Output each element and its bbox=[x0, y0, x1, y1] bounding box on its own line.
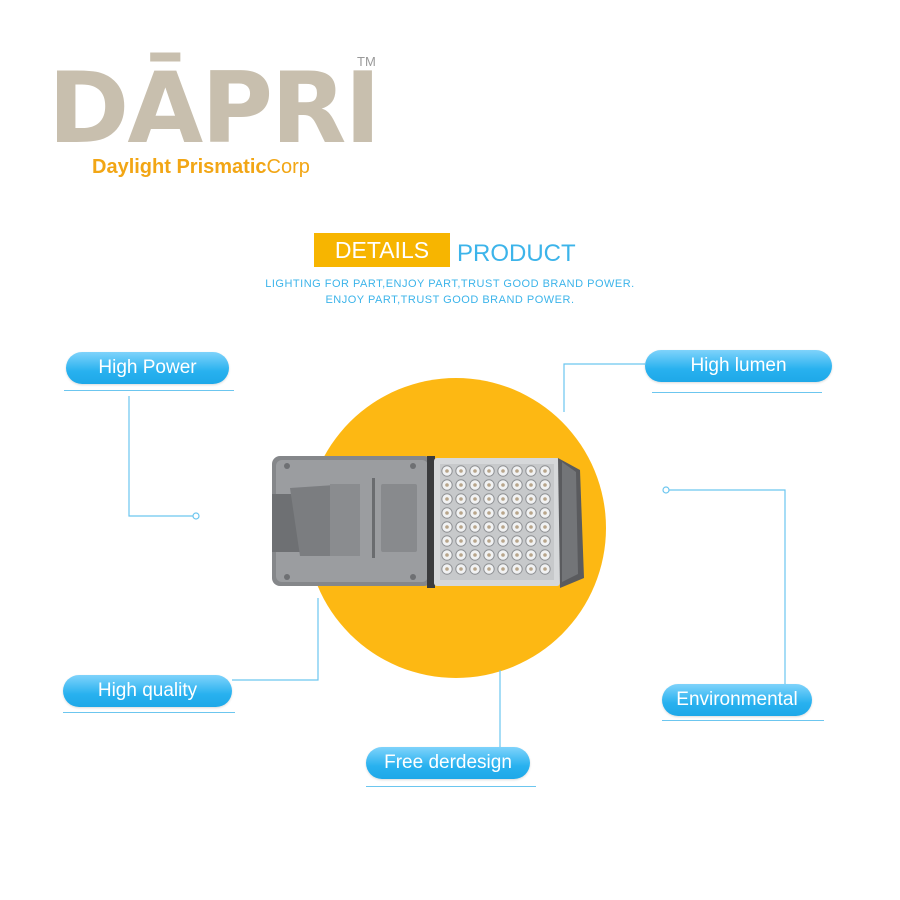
led-chip bbox=[501, 511, 505, 515]
led-chip bbox=[459, 483, 463, 487]
led-chip bbox=[487, 497, 491, 501]
led-chip bbox=[445, 497, 449, 501]
led-chip bbox=[543, 539, 547, 543]
feature-high-quality: High quality bbox=[63, 675, 232, 707]
led-chip bbox=[501, 567, 505, 571]
led-chip bbox=[543, 511, 547, 515]
brand-logo: DĀPRI bbox=[48, 52, 381, 166]
led-chip bbox=[445, 525, 449, 529]
led-chip bbox=[487, 483, 491, 487]
led-chip bbox=[543, 567, 547, 571]
led-chip bbox=[529, 497, 533, 501]
led-chip bbox=[445, 483, 449, 487]
led-chip bbox=[473, 469, 477, 473]
led-chip bbox=[515, 525, 519, 529]
divider bbox=[63, 712, 235, 713]
led-chip bbox=[487, 525, 491, 529]
led-chip bbox=[459, 469, 463, 473]
led-chip bbox=[445, 553, 449, 557]
led-chip bbox=[501, 469, 505, 473]
led-chip bbox=[445, 567, 449, 571]
led-chip bbox=[515, 497, 519, 501]
led-street-light-icon bbox=[272, 456, 584, 588]
led-chip bbox=[529, 469, 533, 473]
product-heading: PRODUCT bbox=[457, 240, 576, 267]
led-chip bbox=[459, 567, 463, 571]
led-chip bbox=[487, 511, 491, 515]
led-chip bbox=[543, 469, 547, 473]
led-chip bbox=[501, 483, 505, 487]
led-chip bbox=[529, 511, 533, 515]
led-chip bbox=[515, 483, 519, 487]
led-chip bbox=[473, 553, 477, 557]
divider bbox=[652, 392, 822, 393]
led-chip bbox=[487, 567, 491, 571]
led-chip bbox=[445, 469, 449, 473]
led-chip bbox=[445, 539, 449, 543]
led-chip bbox=[459, 553, 463, 557]
led-chip bbox=[473, 511, 477, 515]
led-chip bbox=[529, 483, 533, 487]
led-chip bbox=[529, 567, 533, 571]
led-chip bbox=[515, 469, 519, 473]
led-chip bbox=[529, 553, 533, 557]
divider bbox=[662, 720, 824, 721]
led-chip bbox=[473, 525, 477, 529]
led-chip bbox=[459, 497, 463, 501]
led-chip bbox=[515, 511, 519, 515]
led-chip bbox=[487, 469, 491, 473]
subtitle-line-1: LIGHTING FOR PART,ENJOY PART,TRUST GOOD … bbox=[265, 278, 635, 290]
led-array bbox=[441, 465, 551, 575]
led-chip bbox=[501, 539, 505, 543]
subtitle-line-2: ENJOY PART,TRUST GOOD BRAND POWER. bbox=[325, 294, 575, 306]
led-chip bbox=[501, 553, 505, 557]
led-chip bbox=[529, 525, 533, 529]
led-chip bbox=[459, 525, 463, 529]
led-chip bbox=[515, 553, 519, 557]
led-chip bbox=[543, 553, 547, 557]
led-chip bbox=[501, 497, 505, 501]
led-chip bbox=[473, 497, 477, 501]
trademark-mark: TM bbox=[357, 54, 376, 69]
connector-lines bbox=[128, 363, 786, 750]
brand-tagline: Daylight PrismaticCorp bbox=[92, 156, 310, 178]
led-chip bbox=[459, 511, 463, 515]
led-chip bbox=[473, 539, 477, 543]
led-chip bbox=[473, 567, 477, 571]
divider bbox=[366, 786, 536, 787]
feature-high-lumen: High lumen bbox=[645, 350, 832, 382]
feature-free-design: Free derdesign bbox=[366, 747, 530, 779]
led-chip bbox=[459, 539, 463, 543]
led-chip bbox=[487, 553, 491, 557]
led-chip bbox=[543, 525, 547, 529]
led-chip bbox=[487, 539, 491, 543]
led-chip bbox=[445, 511, 449, 515]
feature-high-power: High Power bbox=[66, 352, 229, 384]
led-chip bbox=[515, 539, 519, 543]
led-chip bbox=[529, 539, 533, 543]
details-heading: DETAILS bbox=[314, 233, 450, 267]
divider bbox=[64, 390, 234, 391]
led-chip bbox=[543, 497, 547, 501]
feature-environmental: Environmental bbox=[662, 684, 812, 716]
led-chip bbox=[515, 567, 519, 571]
led-chip bbox=[543, 483, 547, 487]
led-chip bbox=[501, 525, 505, 529]
led-chip bbox=[473, 483, 477, 487]
